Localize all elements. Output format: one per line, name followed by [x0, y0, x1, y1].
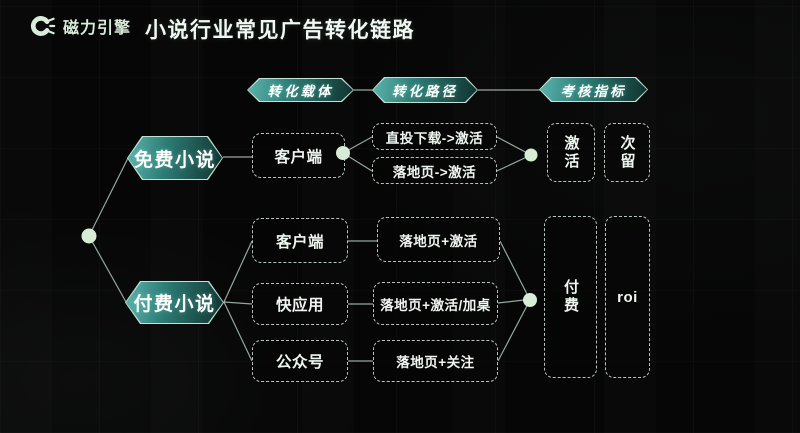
magnetic-engine-logo-icon	[30, 16, 56, 36]
box-metric-activation: 激活	[547, 123, 595, 182]
box-paid-path-landing-follow: 落地页+关注	[373, 340, 498, 382]
badge-assessment-metric: 考核指标	[539, 77, 648, 102]
box-free-path-landing-page: 落地页->激活	[372, 157, 497, 184]
box-metric-roi: roi	[605, 216, 650, 378]
brand-logo: 磁力引擎	[29, 12, 131, 40]
box-metric-retention-label: 次留	[618, 134, 636, 171]
box-free-path-direct-download-label: 直投下载->激活	[385, 130, 484, 146]
badge-assessment-metric-label: 考核指标	[540, 78, 647, 101]
box-metric-retention: 次留	[604, 123, 650, 182]
badge-conversion-carrier-label: 转化载体	[248, 79, 353, 101]
box-paid-carrier-official-account-label: 公众号	[275, 354, 324, 371]
box-paid-path-landing-activation-label: 落地页+激活	[399, 233, 478, 249]
badge-conversion-carrier: 转化载体	[247, 78, 354, 102]
logo-text: 磁力引擎	[63, 20, 132, 37]
box-metric-payment: 付费	[544, 216, 597, 378]
box-paid-path-landing-activation-desktop-label: 落地页+激活/加桌	[380, 297, 491, 313]
box-paid-carrier-quick-app: 快应用	[252, 283, 348, 325]
box-free-path-landing-page-label: 落地页->激活	[392, 164, 477, 180]
badge-conversion-path: 转化路径	[372, 77, 478, 103]
box-paid-carrier-quick-app-label: 快应用	[275, 297, 324, 314]
box-free-carrier-client: 客户端	[252, 133, 345, 178]
node-free-novel: 免费小说	[127, 136, 223, 180]
box-metric-roi-label: roi	[617, 288, 638, 306]
box-paid-path-landing-follow-label: 落地页+关注	[396, 355, 475, 370]
box-paid-path-landing-activation-desktop: 落地页+激活/加桌	[373, 282, 498, 325]
node-paid-novel: 付费小说	[125, 281, 224, 324]
box-paid-carrier-client-label: 客户端	[275, 233, 324, 251]
box-paid-carrier-official-account: 公众号	[252, 340, 348, 382]
box-free-carrier-client-label: 客户端	[274, 148, 323, 166]
box-metric-payment-label: 付费	[562, 279, 579, 315]
box-paid-carrier-client: 客户端	[252, 218, 348, 263]
node-paid-novel-label: 付费小说	[126, 282, 223, 323]
node-free-novel-label: 免费小说	[128, 137, 222, 179]
badge-conversion-path-label: 转化路径	[373, 78, 477, 102]
box-paid-path-landing-activation: 落地页+激活	[377, 217, 500, 262]
box-metric-activation-label: 激活	[562, 134, 580, 171]
page-title: 小说行业常见广告转化链路	[145, 19, 415, 42]
box-free-path-direct-download: 直投下载->激活	[372, 123, 497, 150]
